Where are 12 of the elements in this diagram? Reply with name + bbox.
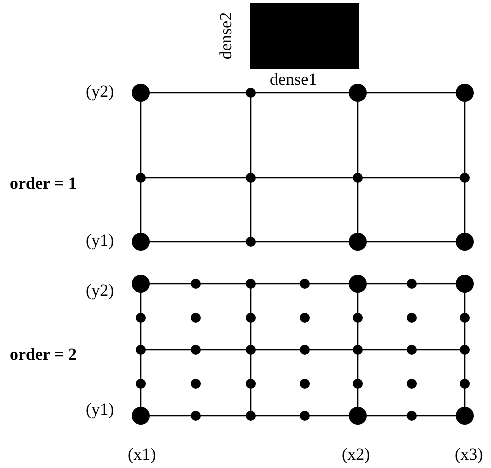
axis-label: (x2) bbox=[342, 446, 370, 464]
row-label: order = 2 bbox=[10, 346, 77, 364]
axis-label: (y1) bbox=[86, 401, 114, 419]
row-label: order = 1 bbox=[10, 175, 77, 193]
axis-label: dense1 bbox=[270, 71, 318, 89]
axis-label: (x1) bbox=[128, 446, 156, 464]
axis-label: (y2) bbox=[86, 282, 114, 300]
axis-label: (y2) bbox=[86, 83, 114, 101]
filled-rectangle bbox=[250, 3, 359, 69]
axis-label: dense2 bbox=[217, 12, 236, 60]
axis-label: (x3) bbox=[455, 446, 484, 464]
axis-label: (y1) bbox=[86, 232, 114, 250]
